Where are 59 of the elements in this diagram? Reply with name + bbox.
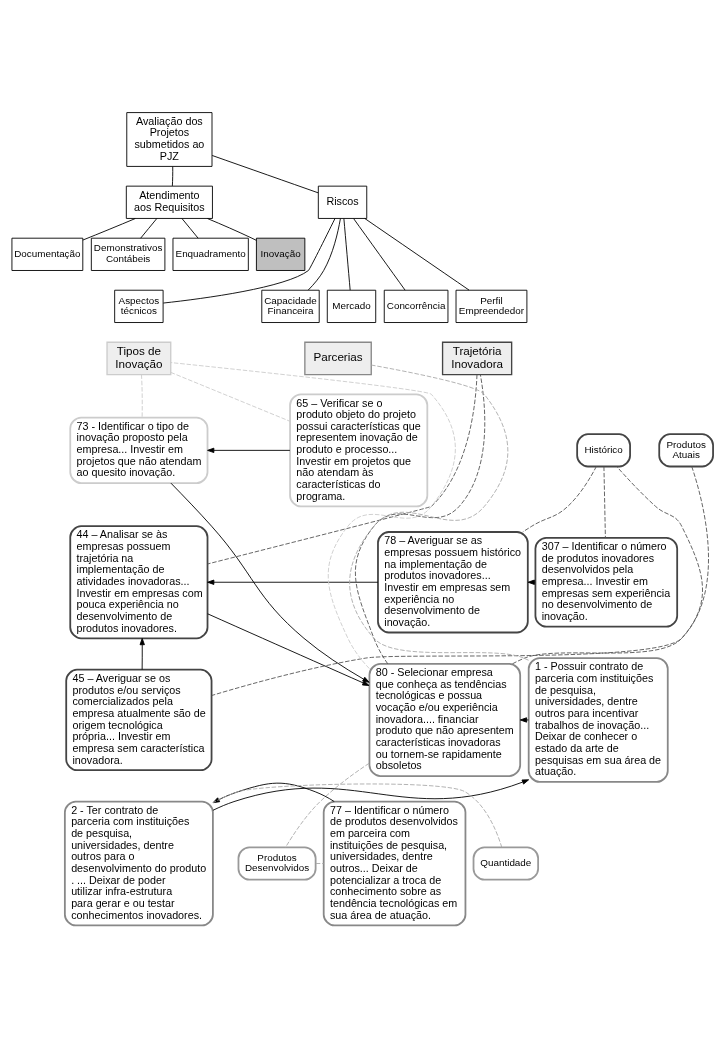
node-box: 44 – Analisar se às empresas possuem trajetória na implementação de atividades inovadoras... Investir em empresas com pouca experiência no desenvolvimento de produtos inovadores. [69, 524, 209, 639]
connector [315, 862, 324, 864]
connector [181, 217, 199, 239]
connector [207, 217, 257, 241]
node-box: Trajetória Inovadora [441, 341, 513, 375]
connector [141, 373, 143, 418]
connector [211, 465, 709, 696]
node-box: Documentação [11, 237, 84, 271]
node-box: Perfil Empreendedor [455, 289, 528, 323]
node-box: 77 – Identificar o número de produtos desenvolvidos em parceira com instituições de pesquisa, universidades, dentre outros... Deixar de potencializar a troca de conhecimento sobre as tendência tecnológicas em sua área de atuação. [322, 800, 467, 926]
node-box: Mercado [326, 289, 377, 323]
connector [211, 154, 319, 193]
node-box: 80 - Selecionar empresa que conheça as tendências tecnológicas e possua vocação e/ou experiência inovadora.... financiar produto que não apresentem características inovadoras ou tornem-se rapidamente obsoletos [368, 662, 522, 777]
node-box: Produtos Desenvolvidos [237, 845, 317, 881]
connector [364, 217, 470, 290]
connector [603, 465, 606, 538]
connector [170, 371, 291, 422]
connector [511, 465, 703, 664]
connector [349, 364, 530, 661]
arrow [207, 447, 291, 453]
node-box: Atendimento aos Requisitos [125, 185, 213, 219]
node-box: 73 - Identificar o tipo de inovação proposto pela empresa... Investir em projetos que não atendam ao quesito inovação. [69, 416, 209, 484]
node-box: 65 – Verificar se o produto objeto do projeto possui características que representem inovação de produto e processo... Investir em projetos que não atendam às características do programa. [289, 392, 429, 507]
connector [353, 217, 406, 291]
node-box: Avaliação dos Projetos submetidos ao PJZ [126, 111, 213, 167]
node-box: Riscos [317, 185, 368, 219]
node-box: Parcerias [304, 341, 372, 375]
connector [212, 783, 503, 848]
arrow [207, 612, 370, 686]
node-box: Tipos de Inovação [106, 341, 172, 375]
connector [343, 217, 351, 291]
connector [170, 361, 456, 669]
arrow [139, 637, 145, 670]
node-box: Demonstrativos Contábeis [90, 237, 166, 271]
node-box: Quantidade [472, 845, 539, 881]
node-box: Concorrência [383, 289, 449, 323]
node-box: Enquadramento [172, 237, 249, 271]
node-box: 45 – Averiguar se os produtos e/ou serviços comercializados pela empresa atualmente são de origem tecnológica própria... Investir em empresa sem característica inovadora. [65, 668, 213, 771]
arrow [212, 782, 335, 803]
connector [162, 217, 336, 303]
connector [307, 217, 341, 291]
connector [140, 217, 158, 239]
node-box: Capacidade Financeira [261, 289, 320, 323]
connector [207, 373, 478, 564]
node-box: Produtos Atuais [658, 432, 714, 467]
connector [82, 217, 136, 240]
node-box: 78 – Averiguar se as empresas possuem histórico na implementação de produtos inovadores... Investir em empresas sem experiência no desenvolvimento de inovação. [377, 530, 529, 633]
connector [285, 762, 370, 848]
connector [171, 165, 174, 186]
arrow [519, 716, 529, 723]
node-box: 2 - Ter contrato de parceria com instituições de pesquisa, universidades, dentre outros para o desenvolvimento do produto . ... Deixar de poder utilizar infra-estrutura para gerar e ou testar conhecimentos inovadores. [63, 800, 214, 926]
connector [354, 373, 486, 664]
connector [522, 465, 597, 532]
arrow [170, 482, 370, 683]
arrow [212, 778, 530, 811]
node-box: Inovação [255, 237, 306, 271]
node-box: Histórico [576, 432, 631, 467]
arrow [207, 579, 379, 585]
node-box: Aspectos técnicos [114, 289, 164, 323]
